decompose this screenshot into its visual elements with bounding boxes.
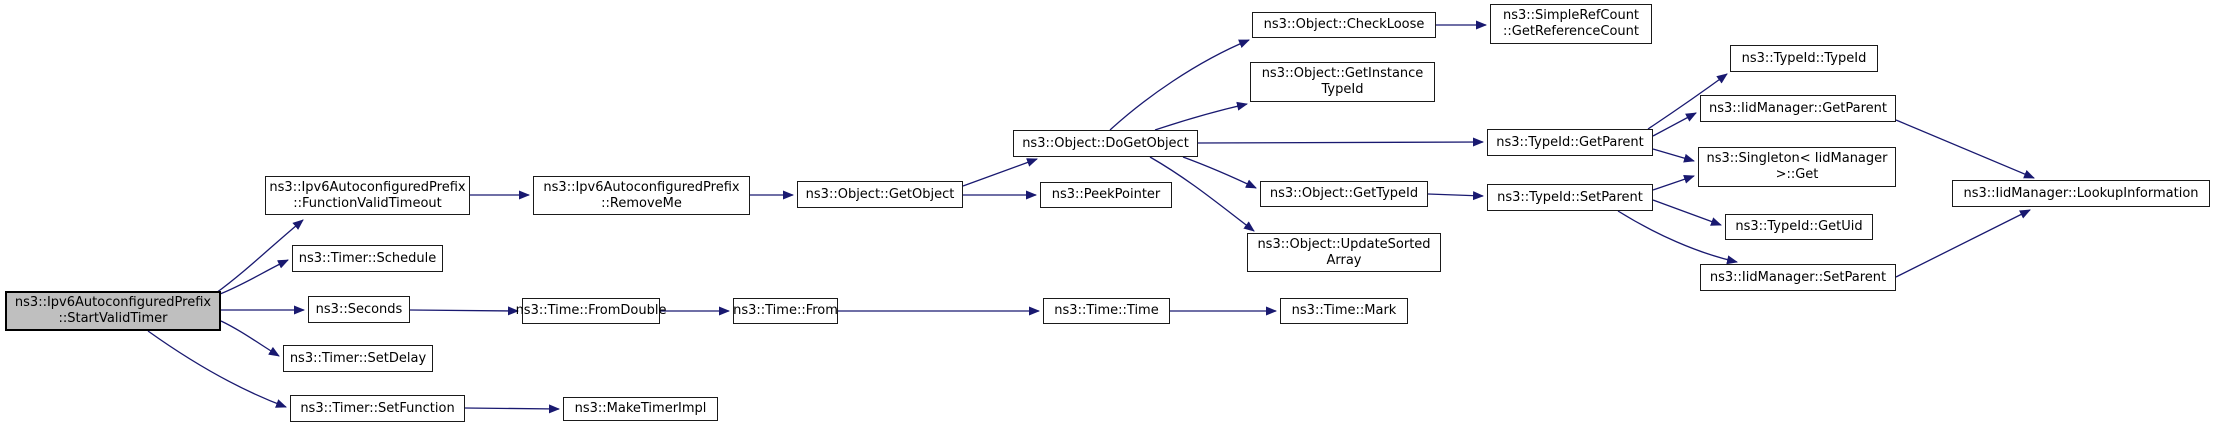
node-label-line: ns3::Timer::Schedule	[298, 250, 437, 266]
node-type-id-get-parent[interactable]: ns3::TypeId::GetParent	[1487, 129, 1653, 156]
edge-type-id-get-parent--iid-manager-get-parent	[1652, 112, 1697, 137]
node-label-line: ns3::IidManager::LookupInformation	[1963, 185, 2199, 201]
edge-get-object--do-get-object	[962, 158, 1038, 187]
edge-type-id-set-parent--singleton-iid-manager-get	[1652, 174, 1695, 191]
node-time-mark[interactable]: ns3::Time::Mark	[1280, 298, 1408, 324]
edge-start-valid-timer--timer-set-delay	[220, 320, 280, 357]
node-label-line: ns3::IidManager::SetParent	[1709, 269, 1887, 285]
node-timer-set-delay[interactable]: ns3::Timer::SetDelay	[283, 345, 433, 372]
node-timer-schedule[interactable]: ns3::Timer::Schedule	[292, 245, 443, 272]
node-label-line: ns3::Time::Time	[1054, 303, 1159, 318]
node-type-id-get-uid[interactable]: ns3::TypeId::GetUid	[1725, 214, 1873, 240]
node-label-line: ns3::Time::FromDouble	[515, 303, 667, 318]
node-singleton-iid-manager-get[interactable]: ns3::Singleton< IidManager>::Get	[1698, 147, 1896, 187]
node-type-id-type-id[interactable]: ns3::TypeId::TypeId	[1730, 45, 1878, 72]
edge-timer-set-function--make-timer-impl	[464, 404, 560, 414]
node-label-line: >::Get	[1775, 167, 1819, 182]
node-label-line: Array	[1326, 252, 1362, 268]
node-label-line: ns3::Time::From	[733, 303, 838, 318]
node-do-get-object[interactable]: ns3::Object::DoGetObject	[1013, 130, 1198, 157]
node-label-line: ns3::Object::GetInstance	[1261, 66, 1424, 81]
edge-type-id-get-parent--singleton-iid-manager-get	[1652, 148, 1695, 163]
edge-do-get-object--type-id-get-parent	[1197, 137, 1484, 147]
node-time-from[interactable]: ns3::Time::From	[733, 298, 838, 324]
node-type-id-set-parent[interactable]: ns3::TypeId::SetParent	[1487, 184, 1653, 211]
node-label-line: ns3::IidManager::GetParent	[1708, 100, 1888, 116]
node-label-line: ::FunctionValidTimeout	[293, 195, 442, 211]
node-label-line: ::StartValidTimer	[58, 311, 168, 326]
node-check-loose[interactable]: ns3::Object::CheckLoose	[1252, 12, 1436, 38]
node-time-from-double[interactable]: ns3::Time::FromDouble	[516, 298, 666, 324]
node-label-line: ns3::Object::CheckLoose	[1263, 17, 1425, 32]
node-label-line: ns3::Ipv6AutoconfiguredPrefix	[14, 295, 212, 310]
edge-start-valid-timer--timer-schedule	[219, 259, 289, 295]
node-label-line: ns3::TypeId::GetParent	[1496, 134, 1644, 150]
node-peek-pointer[interactable]: ns3::PeekPointer	[1040, 182, 1172, 208]
node-seconds[interactable]: ns3::Seconds	[308, 296, 410, 323]
edge-do-get-object--check-loose	[1109, 39, 1250, 131]
node-label-line: ns3::Seconds	[315, 301, 403, 317]
node-label-line: ::RemoveMe	[601, 195, 682, 211]
node-label-line: ns3::Timer::SetFunction	[300, 400, 455, 416]
node-label-line: ns3::Timer::SetDelay	[289, 350, 427, 366]
node-remove-me[interactable]: ns3::Ipv6AutoconfiguredPrefix::RemoveMe	[533, 176, 750, 215]
node-label-line: ns3::TypeId::GetUid	[1735, 219, 1863, 234]
node-label-line: ns3::SimpleRefCount	[1502, 8, 1640, 23]
node-simple-ref-count-get-reference-count[interactable]: ns3::SimpleRefCount::GetReferenceCount	[1490, 4, 1652, 44]
edge-do-get-object--get-type-id	[1182, 156, 1257, 189]
edge-start-valid-timer--timer-set-function	[147, 330, 287, 408]
node-get-type-id[interactable]: ns3::Object::GetTypeId	[1260, 181, 1428, 207]
node-label-line: ns3::Object::GetObject	[805, 186, 955, 202]
edge-type-id-set-parent--type-id-get-uid	[1652, 199, 1722, 226]
node-get-object[interactable]: ns3::Object::GetObject	[797, 181, 963, 208]
node-label-line: ns3::Singleton< IidManager	[1706, 151, 1888, 166]
edge-iid-manager-set-parent--iid-manager-lookup-information	[1895, 209, 2031, 278]
node-label-line: ns3::Time::Mark	[1291, 303, 1397, 318]
node-label-line: ::GetReferenceCount	[1503, 24, 1639, 39]
edge-get-type-id--type-id-set-parent	[1427, 191, 1484, 201]
edge-seconds--time-from-double	[409, 306, 519, 316]
node-iid-manager-lookup-information[interactable]: ns3::IidManager::LookupInformation	[1952, 180, 2210, 207]
node-iid-manager-set-parent[interactable]: ns3::IidManager::SetParent	[1700, 264, 1896, 291]
edge-start-valid-timer--function-valid-timeout	[215, 219, 304, 294]
edge-do-get-object--get-instance-type-id	[1154, 101, 1248, 131]
node-label-line: ns3::Object::GetTypeId	[1269, 186, 1419, 201]
node-label-line: ns3::MakeTimerImpl	[574, 401, 707, 416]
node-label-line: ns3::PeekPointer	[1051, 187, 1161, 202]
node-start-valid-timer: ns3::Ipv6AutoconfiguredPrefix::StartVali…	[5, 291, 221, 331]
node-label-line: ns3::Ipv6AutoconfiguredPrefix	[543, 179, 740, 195]
node-label-line: ns3::Object::UpdateSorted	[1257, 236, 1431, 252]
node-label-line: ns3::Ipv6AutoconfiguredPrefix	[269, 179, 466, 195]
node-label-line: ns3::TypeId::TypeId	[1741, 50, 1867, 66]
node-function-valid-timeout[interactable]: ns3::Ipv6AutoconfiguredPrefix::FunctionV…	[265, 176, 470, 215]
node-label-line: TypeId	[1321, 82, 1364, 97]
edge-iid-manager-get-parent--iid-manager-lookup-information	[1895, 119, 2035, 179]
node-label-line: ns3::TypeId::SetParent	[1497, 189, 1643, 205]
node-timer-set-function[interactable]: ns3::Timer::SetFunction	[290, 395, 465, 422]
node-time-time[interactable]: ns3::Time::Time	[1043, 298, 1170, 324]
edge-type-id-set-parent--iid-manager-set-parent	[1617, 210, 1738, 265]
node-make-timer-impl[interactable]: ns3::MakeTimerImpl	[563, 397, 718, 421]
node-label-line: ns3::Object::DoGetObject	[1022, 135, 1189, 151]
node-iid-manager-get-parent[interactable]: ns3::IidManager::GetParent	[1700, 95, 1896, 122]
